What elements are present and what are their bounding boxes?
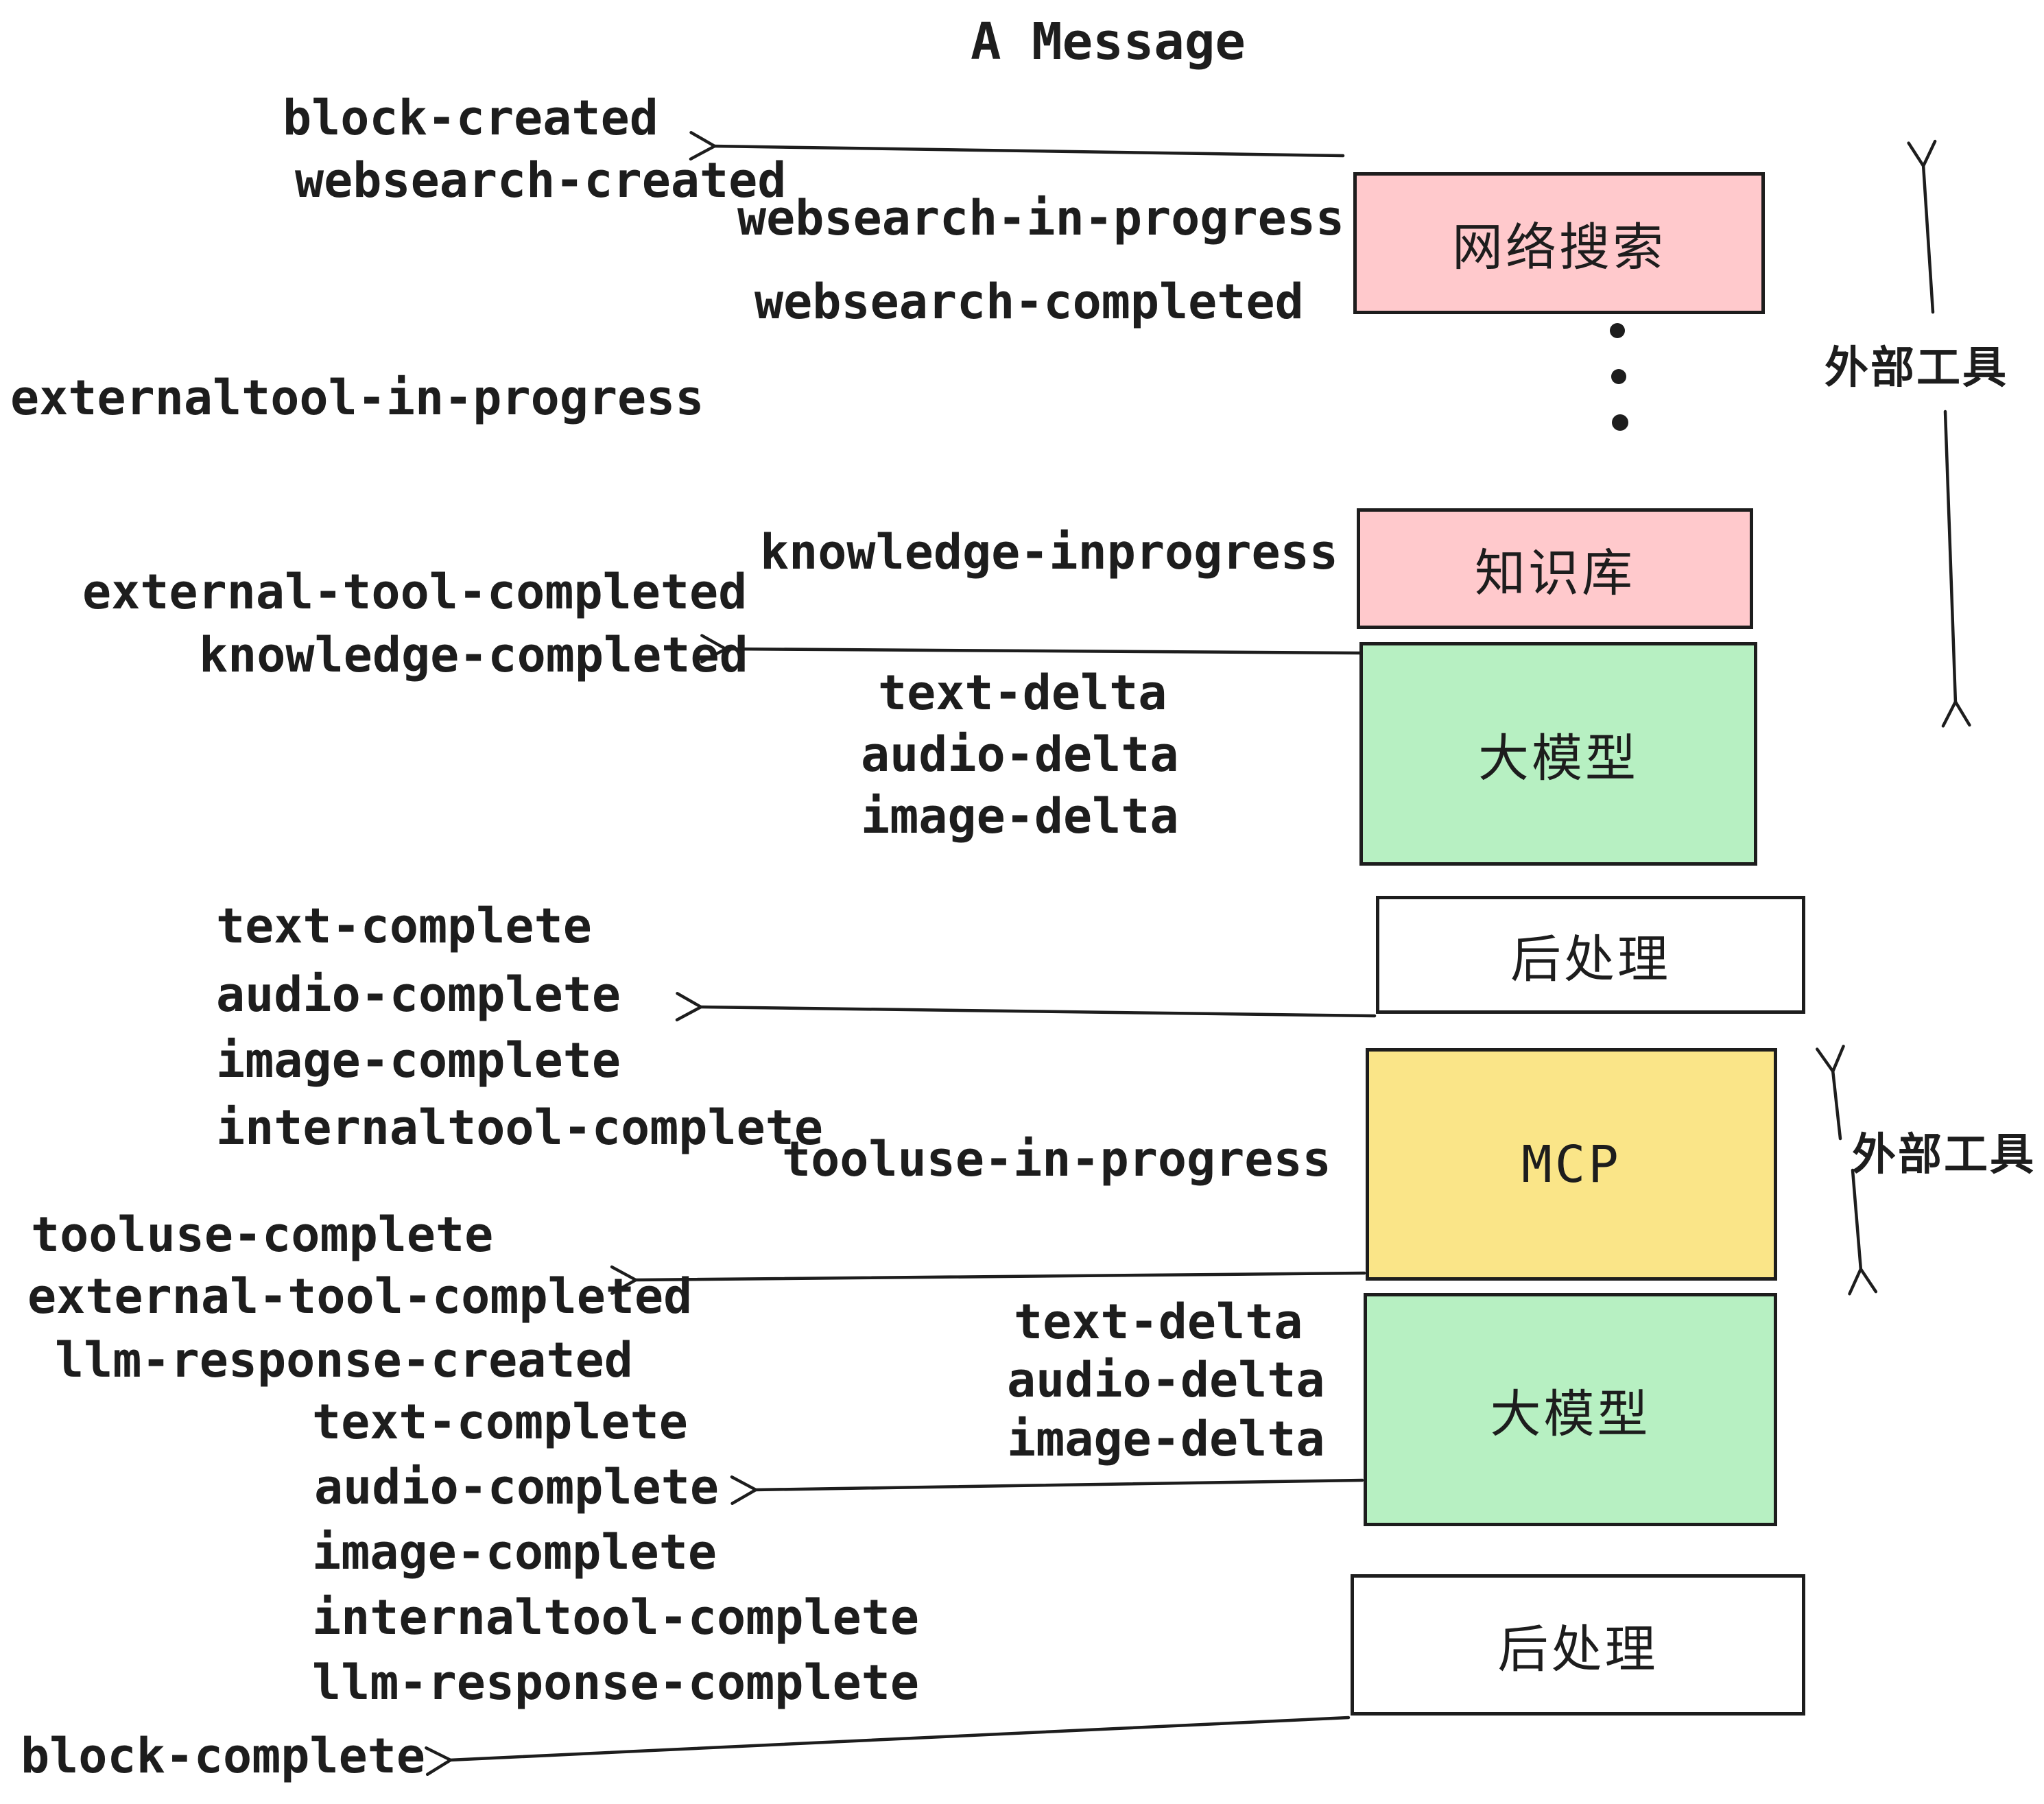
box-websearch: 网络搜索 — [1353, 172, 1765, 314]
arrow-to-image-complete — [675, 992, 1377, 1022]
event-image-complete-1: image-complete — [216, 1032, 621, 1089]
box-websearch-label: 网络搜索 — [1452, 218, 1666, 277]
event-audio-complete-2: audio-complete — [314, 1459, 720, 1515]
event-text-complete-2: text-complete — [312, 1394, 688, 1450]
event-image-delta-2: image-delta — [1007, 1411, 1325, 1467]
event-block-complete: block-complete — [21, 1728, 426, 1784]
box-postprocess-1-label: 后处理 — [1510, 929, 1671, 989]
event-websearch-created: websearch-created — [295, 152, 787, 209]
box-knowledge-base: 知识库 — [1357, 508, 1753, 629]
external-tools-down-arrow — [1941, 410, 1971, 728]
diagram-title: A Message — [971, 12, 1246, 71]
box-knowledge-base-label: 知识库 — [1475, 543, 1635, 603]
event-text-delta-2: text-delta — [1014, 1294, 1303, 1350]
mcp-external-tools-down-arrow — [1848, 1168, 1878, 1296]
ellipsis-dots — [1610, 323, 1628, 431]
side-label-external-tools-top: 外部工具 — [1825, 343, 2008, 394]
event-audio-complete-1: audio-complete — [216, 966, 621, 1023]
box-llm-1-label: 大模型 — [1478, 728, 1639, 788]
event-knowledge-inprogress: knowledge-inprogress — [760, 524, 1338, 580]
box-llm-2: 大模型 — [1364, 1293, 1777, 1526]
event-text-delta-1: text-delta — [878, 665, 1167, 721]
arrow-to-knowledge-completed — [700, 634, 1363, 664]
arrow-to-audio-complete — [730, 1475, 1364, 1506]
event-audio-delta-1: audio-delta — [861, 726, 1179, 783]
event-external-tool-completed-2: external-tool-completed — [27, 1268, 693, 1325]
box-mcp-label: MCP — [1521, 1135, 1621, 1194]
box-postprocess-1: 后处理 — [1376, 896, 1805, 1014]
event-internaltool-complete-1: internaltool-complete — [216, 1100, 824, 1156]
box-postprocess-2: 后处理 — [1351, 1574, 1805, 1716]
event-text-complete-1: text-complete — [216, 898, 592, 954]
arrow-to-external-tool-completed — [610, 1265, 1366, 1295]
arrow-to-block-complete — [425, 1716, 1351, 1777]
box-llm-2-label: 大模型 — [1490, 1384, 1651, 1444]
event-image-complete-2: image-complete — [312, 1524, 717, 1580]
box-mcp: MCP — [1366, 1048, 1777, 1281]
arrow-to-block-created — [689, 130, 1345, 161]
event-websearch-in-progress: websearch-in-progress — [737, 190, 1345, 246]
mcp-external-tools-up-arrow — [1816, 1045, 1845, 1141]
box-postprocess-2-label: 后处理 — [1497, 1619, 1659, 1679]
event-audio-delta-2: audio-delta — [1007, 1352, 1325, 1408]
event-websearch-completed: websearch-completed — [754, 274, 1304, 330]
event-llm-response-created: llm-response-created — [55, 1332, 633, 1388]
event-block-created: block-created — [283, 90, 658, 146]
event-image-delta-1: image-delta — [861, 788, 1179, 844]
box-llm-1: 大模型 — [1359, 642, 1757, 866]
external-tools-up-arrow — [1907, 139, 1937, 314]
event-external-tool-completed-1: external-tool-completed — [82, 564, 748, 620]
event-externaltool-in-progress: externaltool-in-progress — [10, 370, 704, 426]
event-tooluse-complete: tooluse-complete — [31, 1207, 494, 1263]
event-tooluse-in-progress: tooluse-in-progress — [782, 1131, 1331, 1187]
event-knowledge-completed: knowledge-completed — [199, 627, 748, 683]
side-label-external-tools-mcp: 外部工具 — [1852, 1130, 2036, 1180]
event-internaltool-complete-2: internaltool-complete — [312, 1589, 920, 1646]
event-llm-response-complete: llm-response-complete — [312, 1654, 920, 1711]
